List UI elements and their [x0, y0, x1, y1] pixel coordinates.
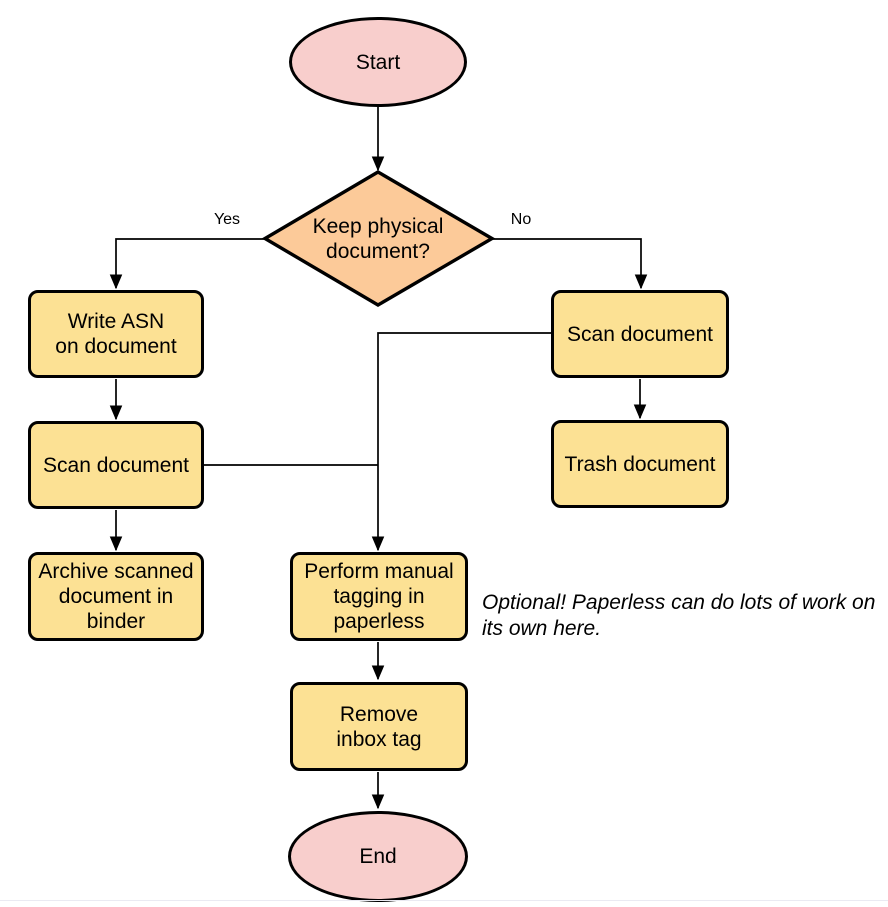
node-end-label: End	[359, 845, 397, 868]
edge-label-no: No	[510, 211, 532, 228]
node-end-terminator: End	[288, 811, 468, 902]
node-scan-document-left-label: Scan document	[43, 453, 189, 477]
node-trash-document: Trash document	[551, 420, 729, 508]
node-write-asn-label: Write ASN on document	[55, 310, 177, 358]
edge-decision-yes-to-write-asn	[116, 238, 265, 288]
node-archive-scanned-label: Archive scanned document in binder	[38, 560, 194, 633]
node-start-label: Start	[355, 50, 401, 74]
node-decision-shape	[261, 170, 496, 307]
node-remove-inbox-tag-label: Remove inbox tag	[336, 702, 422, 751]
edge-label-yes: Yes	[213, 211, 241, 228]
node-scan-document-right: Scan document	[551, 290, 729, 378]
node-scan-document-left: Scan document	[28, 421, 204, 509]
node-start-terminator: Start	[289, 17, 467, 107]
page-bottom-border	[0, 900, 888, 901]
node-archive-scanned: Archive scanned document in binder	[28, 552, 204, 641]
edge-scan-right-to-tagging	[378, 332, 551, 550]
node-scan-document-right-label: Scan document	[567, 322, 713, 346]
edge-decision-no-to-scan-right	[492, 238, 641, 288]
decision-diamond	[261, 170, 496, 307]
node-decision-label: Keep physical document?	[312, 214, 444, 263]
annotation-note: Optional! Paperless can do lots of work …	[482, 591, 876, 640]
node-manual-tagging: Perform manual tagging in paperless	[290, 552, 468, 641]
node-remove-inbox-tag: Remove inbox tag	[290, 682, 468, 771]
node-trash-document-label: Trash document	[564, 452, 716, 476]
node-manual-tagging-label: Perform manual tagging in paperless	[304, 560, 454, 633]
node-write-asn: Write ASN on document	[28, 290, 204, 378]
